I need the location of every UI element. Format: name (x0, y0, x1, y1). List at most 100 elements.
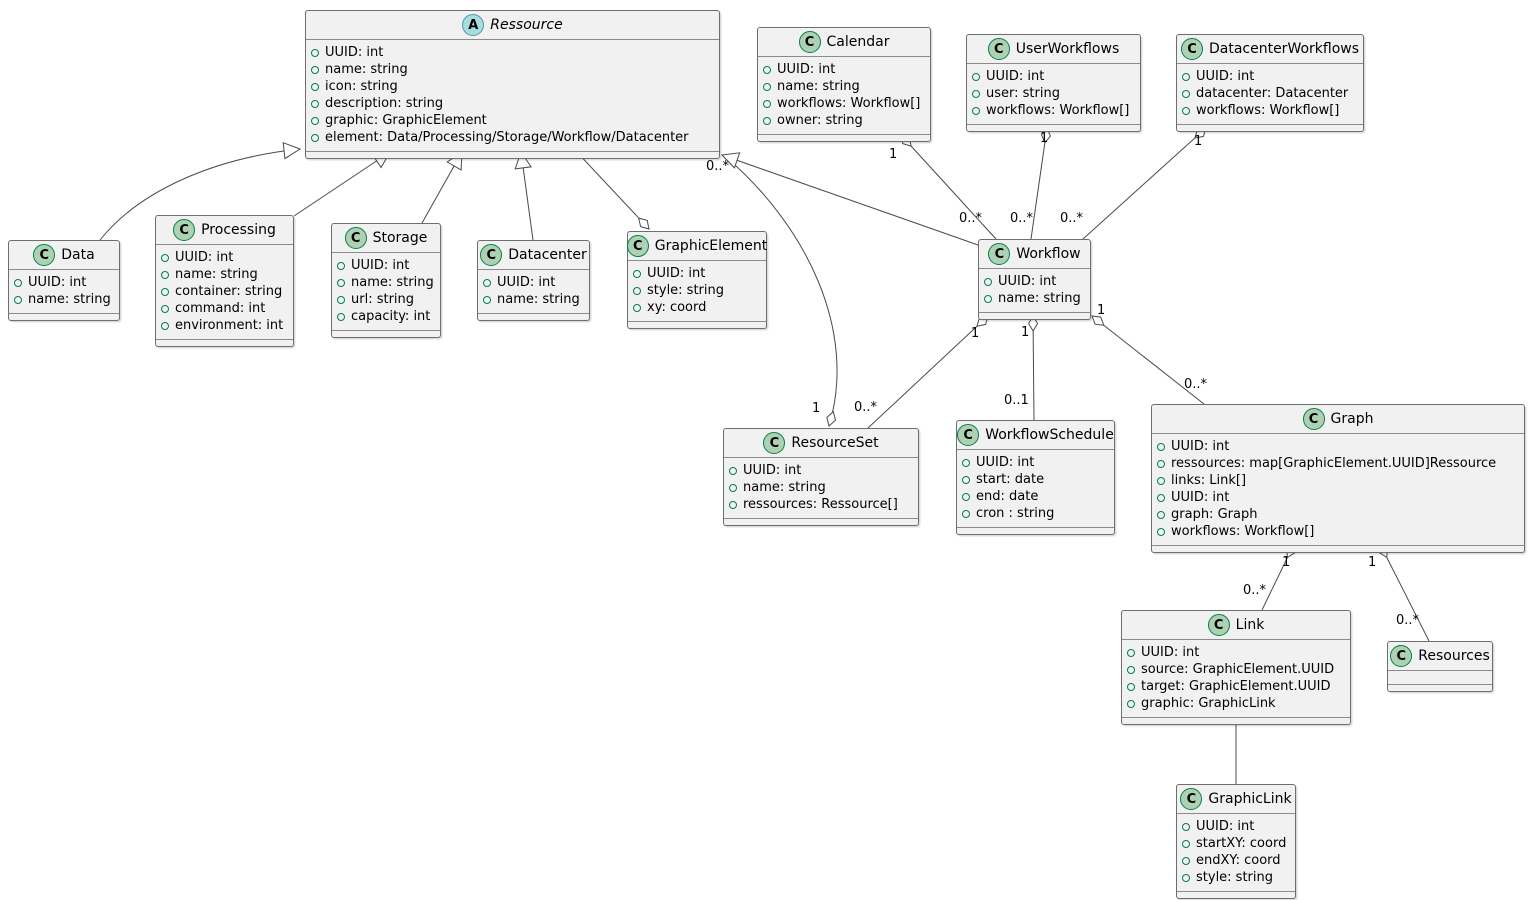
class-methods-compartment (967, 124, 1140, 131)
attribute-text: source: GraphicElement.UUID (1141, 662, 1335, 677)
visibility-public-icon (1157, 442, 1165, 451)
visibility-public-icon (633, 286, 641, 295)
class-icon: C (1390, 645, 1413, 667)
edge-Ressource-ResourceSet (726, 157, 838, 427)
class-title: Ressource (490, 17, 563, 33)
class-methods-compartment (478, 313, 589, 320)
class-attribute: workflows: Workflow[] (972, 102, 1132, 119)
class-attribute: workflows: Workflow[] (763, 95, 922, 112)
class-methods-compartment (1122, 717, 1350, 724)
visibility-public-icon (633, 303, 641, 312)
attribute-text: name: string (743, 480, 826, 495)
visibility-public-icon (1182, 873, 1190, 882)
class-methods-compartment (628, 321, 766, 328)
attribute-text: ressources: map[GraphicElement.UUID]Ress… (1171, 456, 1497, 471)
visibility-public-icon (1127, 648, 1135, 657)
visibility-public-icon (1182, 839, 1190, 848)
multiplicity-label: 0..* (959, 211, 983, 226)
class-attribute: UUID: int (161, 249, 285, 266)
visibility-public-icon (1182, 106, 1190, 115)
visibility-public-icon (161, 287, 169, 296)
multiplicity-label: 0..* (1396, 613, 1420, 628)
class-title: GraphicElement (654, 238, 768, 254)
visibility-public-icon (1182, 72, 1190, 81)
visibility-public-icon (161, 253, 169, 262)
attribute-text: graphic: GraphicLink (1141, 696, 1276, 711)
attribute-text: startXY: coord (1196, 836, 1287, 851)
class-title: Graph (1330, 411, 1374, 427)
class-attribute: style: string (633, 282, 758, 299)
visibility-public-icon (311, 116, 319, 125)
class-attribute: container: string (161, 283, 285, 300)
visibility-public-icon (1182, 856, 1190, 865)
class-attribute: graphic: GraphicElement (311, 112, 711, 129)
visibility-public-icon (311, 65, 319, 74)
generalization-arrowhead (720, 152, 741, 169)
class-attribute: UUID: int (337, 257, 432, 274)
class-attribute: UUID: int (1157, 438, 1516, 455)
attribute-text: name: string (175, 267, 258, 282)
class-methods-compartment (957, 527, 1114, 534)
edge-Data-Ressource (99, 148, 301, 241)
multiplicity-label: 0..* (706, 159, 730, 174)
class-attribute: graphic: GraphicLink (1127, 695, 1342, 712)
visibility-public-icon (1182, 89, 1190, 98)
multiplicity-label: 0..* (1060, 211, 1084, 226)
class-attribute: command: int (161, 300, 285, 317)
class-icon: C (798, 31, 821, 53)
class-attribute: element: Data/Processing/Storage/Workflo… (311, 129, 711, 146)
visibility-public-icon (14, 295, 22, 304)
class-resources: C Resources (1387, 641, 1493, 692)
visibility-public-icon (483, 295, 491, 304)
visibility-public-icon (1157, 493, 1165, 502)
visibility-public-icon (972, 72, 980, 81)
class-attribute: UUID: int (972, 68, 1132, 85)
class-attribute: workflows: Workflow[] (1157, 523, 1516, 540)
attribute-text: name: string (351, 275, 434, 290)
attribute-text: UUID: int (743, 463, 802, 478)
visibility-public-icon (311, 48, 319, 57)
visibility-public-icon (962, 458, 970, 467)
class-title: Link (1235, 617, 1265, 633)
class-attribute: links: Link[] (1157, 472, 1516, 489)
attribute-text: command: int (175, 301, 266, 316)
multiplicity-label: 1 (1282, 555, 1291, 570)
visibility-public-icon (337, 295, 345, 304)
multiplicity-label: 1 (1021, 325, 1030, 340)
attribute-text: capacity: int (351, 309, 431, 324)
class-attribute: name: string (337, 274, 434, 291)
visibility-public-icon (1157, 510, 1165, 519)
attribute-text: UUID: int (1141, 645, 1200, 660)
class-methods-compartment (9, 313, 119, 320)
class-icon: C (1180, 788, 1203, 810)
class-methods-compartment (1152, 545, 1524, 552)
visibility-public-icon (962, 509, 970, 518)
class-title: Data (61, 247, 95, 263)
class-attribute: UUID: int (984, 273, 1082, 290)
visibility-public-icon (311, 133, 319, 142)
class-attribute: UUID: int (633, 265, 758, 282)
class-attribute: url: string (337, 291, 432, 308)
class-methods-compartment (979, 312, 1090, 319)
class-title: Resources (1418, 648, 1490, 664)
class-attribute: target: GraphicElement.UUID (1127, 678, 1342, 695)
visibility-public-icon (337, 261, 345, 270)
edge-Workflow-WorkflowSchedule (1032, 315, 1035, 421)
visibility-public-icon (161, 270, 169, 279)
class-icon: C (626, 235, 649, 257)
